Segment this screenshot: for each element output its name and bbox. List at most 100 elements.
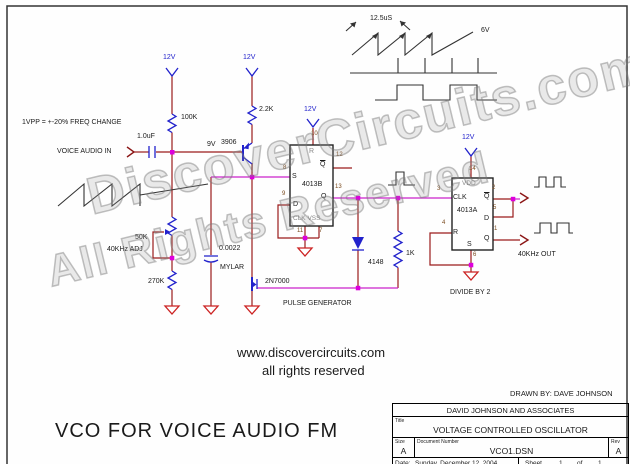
value-r-lower: 270K xyxy=(148,278,165,285)
schematic-title: VOLTAGE CONTROLLED OSCILLATOR xyxy=(433,425,588,435)
supply-12v: 12V xyxy=(462,134,475,141)
company-name: DAVID JOHNSON AND ASSOCIATES xyxy=(446,406,575,415)
ground-icon xyxy=(163,305,181,315)
wires xyxy=(134,76,520,306)
sheet-total: 1 xyxy=(598,460,602,464)
ic1-pin-number-7: 7 xyxy=(319,228,323,234)
rights-text: all rights reserved xyxy=(262,363,365,378)
label-divide-by-2: DIVIDE BY 2 xyxy=(450,289,491,296)
title-block-date-row: Date: Sunday, December 12, 2004 Sheet 1 … xyxy=(393,458,628,464)
part-q1: 3906 xyxy=(221,139,237,146)
value-r-pullup: 100K xyxy=(181,114,198,121)
ic1-pin-number-9: 9 xyxy=(282,191,286,197)
part-d1: 4148 xyxy=(368,259,384,266)
ic-4013b-box xyxy=(289,144,334,227)
output-port-arrow-icon xyxy=(519,192,530,204)
ic1-pin-qbar: Q xyxy=(320,161,326,168)
ic1-pin-number-11: 11 xyxy=(297,228,304,234)
ic2-pin-q: Q xyxy=(484,235,490,242)
value-r-emitter: 2.2K xyxy=(259,106,274,113)
title-block-title-row: Title VOLTAGE CONTROLLED OSCILLATOR xyxy=(393,417,628,438)
value-pot: 50K xyxy=(135,234,148,241)
port-voice-audio-in: VOICE AUDIO IN xyxy=(57,148,112,155)
ic2-pin-number-6: 6 xyxy=(473,252,477,258)
value-c-timing: 0.0022 xyxy=(219,245,241,252)
type-c-timing: MYLAR xyxy=(220,264,245,271)
ground-icon xyxy=(296,247,314,257)
ic2-part: 4013A xyxy=(457,207,478,214)
doc-label: Document Number xyxy=(417,439,459,445)
size-cell: Size A xyxy=(393,438,415,457)
freq-note: 1VPP = +-20% FREQ CHANGE xyxy=(22,119,122,126)
power-arrow-icon xyxy=(165,67,179,78)
ic2-pin-number-2: 2 xyxy=(492,185,496,191)
capacitor-in-icon xyxy=(148,146,156,158)
part-q2: 2N7000 xyxy=(265,278,290,285)
waveform-sketches xyxy=(57,20,573,234)
value-c-in: 1.0uF xyxy=(137,133,155,140)
rev-cell: Rev A xyxy=(609,438,628,457)
ic2-pin-number-1: 1 xyxy=(494,226,498,232)
port-40khz-out: 40KHz OUT xyxy=(518,251,556,258)
ic1-pin-number-13: 13 xyxy=(335,184,342,190)
pnp-transistor-icon xyxy=(242,142,253,165)
title-block-size-row: Size A Document Number VCO1.DSN Rev A xyxy=(393,438,628,458)
sheet-label: Sheet xyxy=(525,460,542,464)
rev-value: A xyxy=(615,446,622,456)
input-port-arrow-icon xyxy=(126,146,136,158)
size-label: Size xyxy=(395,439,405,445)
sawtooth-sketch-icon xyxy=(57,182,141,208)
drawing-border xyxy=(6,5,628,464)
ic1-pin-q: Q xyxy=(321,193,327,200)
power-arrow-icon xyxy=(306,118,320,129)
ic1-pin-r: R xyxy=(309,148,315,155)
ic1-part: 4013B xyxy=(302,181,323,188)
ic2-pin-qbar: Q xyxy=(484,193,490,200)
diode-icon xyxy=(352,237,364,251)
grounds xyxy=(163,247,480,315)
supply-12v: 12V xyxy=(163,54,176,61)
power-arrows xyxy=(165,67,478,158)
ic-4013a-box xyxy=(451,177,494,251)
ic2-pin-r: R xyxy=(453,229,459,236)
annotation-line xyxy=(139,183,209,196)
ic1-pin-number-8: 8 xyxy=(283,165,287,171)
label-pulse-generator: PULSE GENERATOR xyxy=(283,300,352,307)
components xyxy=(148,105,404,291)
ic2-pin-number-14: 14 xyxy=(469,166,476,172)
site-url: www.discovercircuits.com xyxy=(237,345,386,360)
pulse-glyph-icon xyxy=(388,171,415,186)
resistor-270k-icon xyxy=(166,270,178,291)
drawn-by: DRAWN BY: DAVE JOHNSON xyxy=(510,389,613,398)
power-arrow-icon xyxy=(464,147,478,158)
ic1-pin-d: D xyxy=(293,201,299,208)
sheet-divider xyxy=(518,458,523,464)
value-r-gate: 1K xyxy=(406,250,415,257)
rev-label: Rev xyxy=(611,439,620,445)
ground-icon xyxy=(243,305,261,315)
ic1-pin-number-12: 12 xyxy=(336,152,343,158)
document-cell: Document Number VCO1.DSN xyxy=(415,438,609,457)
label-pot: 40KHz ADJ xyxy=(107,246,143,253)
size-value: A xyxy=(400,446,407,456)
sawtooth-wave-icon xyxy=(351,31,474,57)
wave-period: 12.5uS xyxy=(370,15,393,22)
capacitor-timing-icon xyxy=(203,255,219,263)
ic1-pin-clkvss: CLK VSS xyxy=(293,215,321,222)
ground-icon xyxy=(202,305,220,315)
ic2-pin-s: S xyxy=(467,241,472,248)
nmos-transistor-icon xyxy=(251,277,258,291)
q-wave-icon xyxy=(534,222,573,234)
wave-amplitude: 6V xyxy=(481,27,490,34)
sheet-number: 1 xyxy=(559,460,563,464)
ic2-pin-number-5: 5 xyxy=(493,205,497,211)
of-label: of xyxy=(577,460,583,464)
doc-value: VCO1.DSN xyxy=(489,446,534,456)
supply-12v: 12V xyxy=(304,106,317,113)
resistor-2k2-icon xyxy=(246,105,258,126)
ic2-pin-vdd: VDD xyxy=(462,180,476,187)
bias-voltage: 9V xyxy=(207,141,216,148)
power-arrow-icon xyxy=(245,67,259,78)
